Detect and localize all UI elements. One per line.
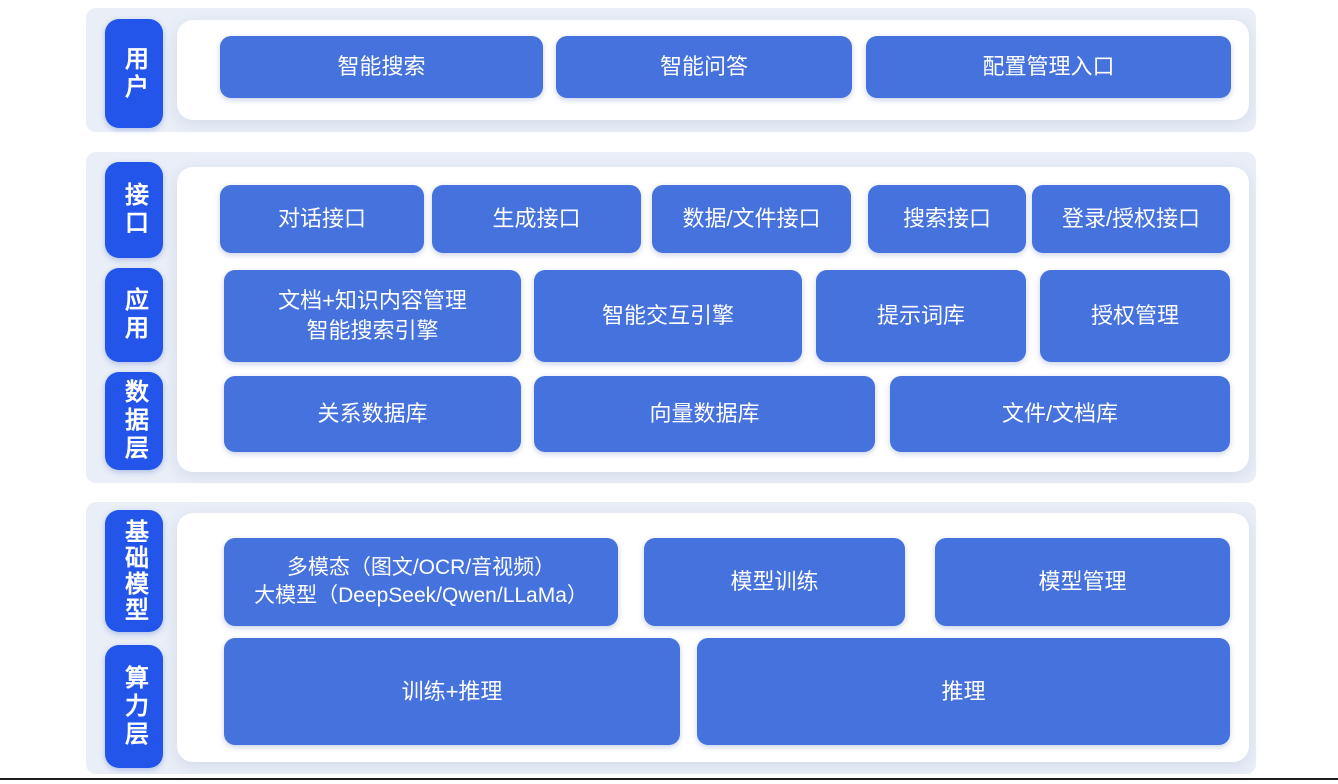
block-doc-knowledge-search-engine: 文档+知识内容管理 智能搜索引擎 <box>224 270 521 362</box>
layer-pill-data: 数据层 <box>105 372 163 470</box>
layer-pill-label: 用户 <box>120 45 148 102</box>
block-label: 配置管理入口 <box>982 54 1115 80</box>
block-label: 智能搜索 <box>337 54 426 80</box>
block-label-line: 多模态（图文/OCR/音视频） <box>286 555 556 579</box>
block-search-api: 搜索接口 <box>868 185 1026 253</box>
layer-pill-label: 基础模型 <box>120 519 148 623</box>
block-label: 搜索接口 <box>902 206 991 232</box>
block-label-line: 智能搜索引擎 <box>306 318 439 343</box>
block-inference: 推理 <box>697 638 1230 745</box>
layer-pill-label: 接口 <box>120 182 148 238</box>
block-label: 数据/文件接口 <box>682 206 821 232</box>
block-label: 生成接口 <box>492 206 581 232</box>
block-model-management: 模型管理 <box>935 538 1230 626</box>
block-data-file-api: 数据/文件接口 <box>652 185 851 253</box>
layer-pill-foundation-model: 基础模型 <box>105 510 163 632</box>
layer-pill-label: 应用 <box>120 287 148 343</box>
layer-pill-application: 应用 <box>105 268 163 362</box>
block-interaction-engine: 智能交互引擎 <box>534 270 802 362</box>
block-label: 关系数据库 <box>317 401 428 427</box>
block-training-inference: 训练+推理 <box>224 638 680 745</box>
layer-pill-label: 数据层 <box>120 379 148 463</box>
block-label: 授权管理 <box>1090 303 1179 329</box>
block-label-line: 文档+知识内容管理 <box>278 288 467 314</box>
block-label: 提示词库 <box>876 303 965 329</box>
block-prompt-library: 提示词库 <box>816 270 1026 362</box>
block-config-management-entry: 配置管理入口 <box>866 36 1231 98</box>
block-model-training: 模型训练 <box>644 538 905 626</box>
block-relational-db: 关系数据库 <box>224 376 521 452</box>
block-label: 智能交互引擎 <box>601 303 734 329</box>
layer-pill-compute: 算力层 <box>105 645 163 768</box>
layer-pill-label: 算力层 <box>120 664 148 749</box>
block-smart-qa: 智能问答 <box>556 36 852 98</box>
block-label: 文件/文档库 <box>1001 401 1119 427</box>
block-label-line: 大模型（DeepSeek/Qwen/LLaMa） <box>254 584 588 607</box>
block-label: 模型训练 <box>730 569 819 595</box>
block-label: 模型管理 <box>1038 569 1127 595</box>
block-label: 推理 <box>941 678 986 704</box>
layer-pill-user: 用户 <box>105 19 163 128</box>
block-file-doc-store: 文件/文档库 <box>890 376 1230 452</box>
block-auth-management: 授权管理 <box>1040 270 1230 362</box>
block-multimodal-llm: 多模态（图文/OCR/音视频） 大模型（DeepSeek/Qwen/LLaMa） <box>224 538 618 626</box>
block-generation-api: 生成接口 <box>432 185 641 253</box>
block-label: 训练+推理 <box>401 678 503 704</box>
block-label: 对话接口 <box>277 206 366 232</box>
block-dialog-api: 对话接口 <box>220 185 424 253</box>
block-label: 向量数据库 <box>649 401 760 427</box>
block-label: 智能问答 <box>659 54 748 80</box>
bottom-divider-rule <box>0 778 1338 780</box>
block-login-auth-api: 登录/授权接口 <box>1032 185 1230 253</box>
block-smart-search: 智能搜索 <box>220 36 543 98</box>
layer-pill-interface: 接口 <box>105 162 163 258</box>
block-label: 登录/授权接口 <box>1061 206 1201 232</box>
block-vector-db: 向量数据库 <box>534 376 875 452</box>
